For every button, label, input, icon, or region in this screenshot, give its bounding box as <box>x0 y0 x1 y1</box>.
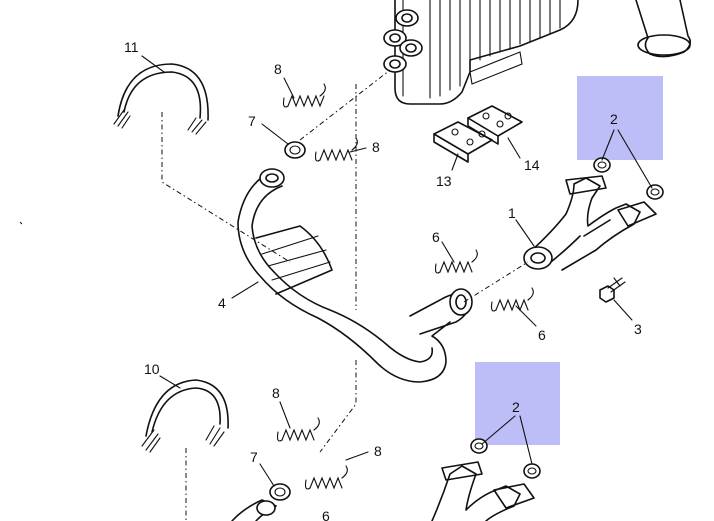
gasket-2-b <box>646 184 664 200</box>
gasket-2-a <box>593 157 611 173</box>
callout-8-c: 8 <box>272 385 280 401</box>
highlight-box-top <box>577 76 663 160</box>
bolt-3 <box>599 277 626 303</box>
callout-7-a: 7 <box>248 113 256 129</box>
hose-11 <box>113 63 209 135</box>
callout-4: 4 <box>218 295 226 311</box>
spring-6-b <box>490 287 534 312</box>
callout-14: 14 <box>524 157 540 173</box>
callout-11: 11 <box>124 39 139 55</box>
exhaust-manifold-lower <box>431 461 535 521</box>
exhaust-pipe-4 <box>237 168 473 383</box>
spring-8-a <box>282 83 326 108</box>
alignment-lines <box>19 69 529 521</box>
gasket-2-d <box>523 463 541 479</box>
exhaust-manifold-1 <box>523 175 657 271</box>
exhaust-pipe-lower <box>231 499 277 521</box>
callout-8-b: 8 <box>372 139 380 155</box>
callout-1: 1 <box>508 205 516 221</box>
muffler-nipples <box>383 9 423 73</box>
callout-7-b: 7 <box>250 449 258 465</box>
callout-6-a: 6 <box>432 229 440 245</box>
callout-8-a: 8 <box>274 61 282 77</box>
hose-10 <box>141 379 229 453</box>
leader-lines <box>141 55 653 487</box>
callout-6-b: 6 <box>538 327 546 343</box>
gasket-7-a <box>284 141 306 159</box>
bracket-14 <box>467 105 523 145</box>
callout-10: 10 <box>144 361 160 377</box>
callout-2-bottom: 2 <box>512 399 520 415</box>
spring-6-a <box>434 249 478 274</box>
callout-8-d: 8 <box>374 443 382 459</box>
gasket-7-b <box>269 483 291 501</box>
spring-8-d <box>304 465 348 490</box>
spring-8-c <box>276 417 320 442</box>
callout-13: 13 <box>436 173 452 189</box>
spring-8-b <box>314 137 358 162</box>
highlight-box-bottom <box>475 362 560 445</box>
callout-numbers: 11 8 7 8 13 14 2 1 6 4 6 3 10 8 2 7 8 6 <box>124 39 642 521</box>
callout-2-top: 2 <box>610 111 618 127</box>
callout-6-c: 6 <box>322 508 330 521</box>
callout-3: 3 <box>634 321 642 337</box>
